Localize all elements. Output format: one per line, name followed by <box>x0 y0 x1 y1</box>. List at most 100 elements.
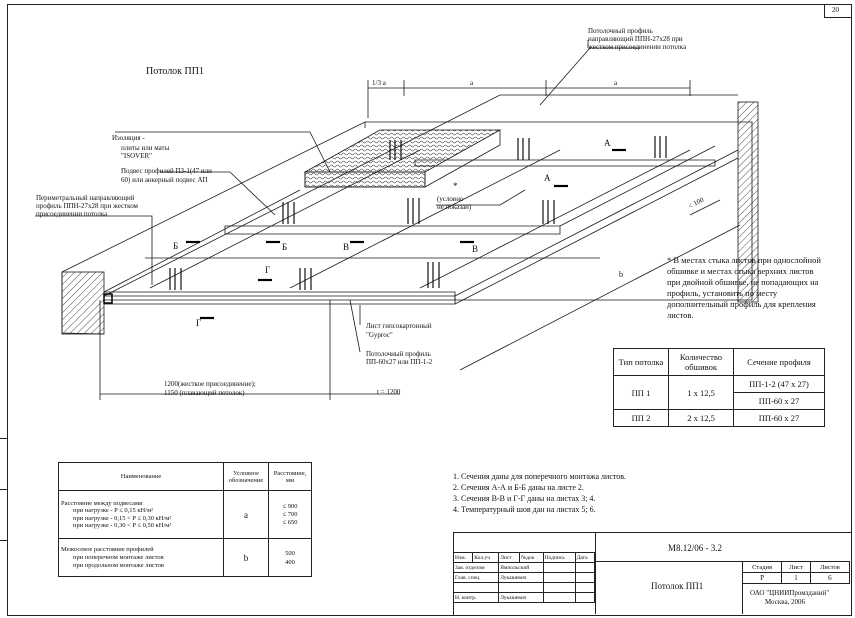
footnote: * В местах стыка листов при однослойной … <box>667 255 821 321</box>
title-block-divider <box>742 583 850 584</box>
value: ≤ 650 <box>282 518 298 526</box>
hanger <box>282 202 295 224</box>
table-cell: 2 х 12,5 <box>668 409 734 427</box>
stamp-role: Н. контр. <box>452 592 500 603</box>
table-row <box>452 582 596 593</box>
row-subline: при поперечном монтаже листов <box>73 553 164 561</box>
table-row: Зав. отделом Ямпольский <box>452 562 596 573</box>
table-cell: Межосевое расстояние профилей при попере… <box>58 538 224 577</box>
doc-title: Потолок ПП1 <box>651 581 704 591</box>
hanger <box>654 136 667 158</box>
profile-table: Тип потолка Количество обшивок Сечение п… <box>613 348 825 427</box>
row-heading: Межосевое расстояние профилей <box>61 545 154 553</box>
leader-top-profile <box>539 40 640 106</box>
callout-insulation-line1: Изоляция - <box>112 134 145 142</box>
table-header: Наименование <box>58 462 224 491</box>
row-subline: при нагрузке - P ≤ 0,15 кН/м² <box>73 507 154 514</box>
footnote-line: * В местах стыка листов при однослойной <box>667 255 821 265</box>
footnote-line: профиль, установить по месту <box>667 288 778 298</box>
stamp-name: Лукашевич <box>498 572 544 583</box>
org-name: ОАО "ЦНИИПромзданий" <box>750 589 830 597</box>
stamp-col: №док <box>518 552 544 563</box>
table-cell: 1 х 12,5 <box>668 375 734 410</box>
org-city: Москва, 2006 <box>765 598 806 606</box>
leader-hanger <box>160 171 276 216</box>
table-row: Н. контр. Лукашевич <box>452 592 596 603</box>
leader-perimeter <box>35 215 153 285</box>
callout-asterisk: * <box>453 181 458 191</box>
table-cell: ПП-60 х 27 <box>733 392 825 410</box>
stamp-value: 6 <box>809 572 851 584</box>
stamp-value: Р <box>741 572 783 584</box>
stamp-col: Лист <box>498 552 520 563</box>
callout-insulation-line3: "ISOVER" <box>121 152 152 160</box>
table-row: Р 1 6 <box>741 572 851 584</box>
table-row: ПП 1 1 х 12,5 ПП-1-2 (47 х 27) <box>613 375 825 410</box>
table-header-row: Тип потолка Количество обшивок Сечение п… <box>613 348 825 376</box>
callout-board-line1: Лист гипсокартонный <box>366 322 432 330</box>
callout-top-profile-line1: Потолочный профиль <box>588 27 653 35</box>
section-marker-b2: Б <box>282 242 288 252</box>
dim-1200-line1: 1200(жесткое присоединение); <box>164 380 256 388</box>
stamp-role: Зав. отделом <box>452 562 500 573</box>
hanger <box>427 262 440 288</box>
margin-stub <box>0 438 7 439</box>
title-block-divider <box>742 561 743 614</box>
table-row: Глав. спец. Лукашевич <box>452 572 596 583</box>
table-header-row: Изм. Кол.уч Лист №док Подпись Дата <box>452 552 596 563</box>
stamp-name: Лукашевич <box>498 592 544 603</box>
section-marker-b1: Б <box>173 241 179 251</box>
table-cell: a <box>223 490 269 539</box>
margin-stub <box>0 489 7 490</box>
footnote-line: при двойной обшивке, не попадающих на <box>667 277 819 287</box>
stamp-name: Ямпольский <box>498 562 544 573</box>
callout-conditional-line2: не показан) <box>437 203 472 211</box>
hanger <box>389 140 402 160</box>
stamp-value: 1 <box>781 572 811 584</box>
value: ≤ 900 <box>282 502 298 510</box>
doc-code: М8.12/06 - 3.2 <box>668 543 722 553</box>
title-block-divider <box>595 532 596 614</box>
table-row: Расстояние между подвесами при нагрузке … <box>58 490 312 539</box>
callout-top-profile-line2: направляющий ППН-27х28 при <box>588 35 683 43</box>
callout-hanger-line1: Подвес профилей ПЗ-1(47 или <box>121 167 212 175</box>
sheet-number: 20 <box>832 6 839 14</box>
dim-t: t = 1200 <box>377 388 401 396</box>
table-row: Стадия Лист Листов <box>741 561 851 573</box>
footnote-line: обшивке и местах стыка верхних листов <box>667 266 814 276</box>
footnote-line: дополнительный профиль для крепления <box>667 299 816 309</box>
row-heading: Расстояние между подвесами <box>61 499 143 507</box>
right-wall <box>737 101 759 303</box>
table-row: Межосевое расстояние профилей при попере… <box>58 538 312 577</box>
table-header: Расстояние, мм <box>268 462 312 491</box>
dim-1200-line2: 1150 (плавающий потолок) <box>164 389 245 397</box>
section-marker-g1: Г <box>265 265 271 275</box>
section-marker-v2: В <box>472 244 479 254</box>
value: 500 <box>285 549 295 557</box>
callout-profile-line2: ПП-60х27 или ПП-1-2 <box>366 358 433 366</box>
margin-stub <box>0 540 7 541</box>
stamp-signature-grid: Изм. Кол.уч Лист №док Подпись Дата Зав. … <box>452 552 596 603</box>
note: 2. Сечения А-А и Б-Б даны на листе 2. <box>453 483 584 492</box>
table-cell: b <box>223 538 269 577</box>
table-header: Тип потолка <box>613 348 669 376</box>
stamp-label: Стадия <box>741 561 783 573</box>
value: 400 <box>285 558 295 566</box>
hanger <box>299 268 312 290</box>
sheet-number-box <box>824 4 852 18</box>
callout-board-line2: "Gyproc" <box>366 331 393 339</box>
table-header-row: Наименование Условное обозначение Рассто… <box>58 462 312 491</box>
callout-perimeter-line1: Периметральный направляющий <box>36 194 135 202</box>
hanger <box>542 200 555 224</box>
callout-perimeter-line2: профиль ППН-27х28 при жестком <box>36 202 138 210</box>
ceiling-profile-3 <box>414 159 716 167</box>
dim-a-1: a <box>470 79 474 87</box>
table-cell: ПП-60 х 27 <box>733 409 825 427</box>
drawing-title: Потолок ПП1 <box>146 66 204 77</box>
sheet-frame <box>7 4 852 616</box>
stamp-col: Изм. <box>452 552 474 563</box>
table-cell: ПП 2 <box>613 409 669 427</box>
dim-a-2: a <box>614 79 618 87</box>
